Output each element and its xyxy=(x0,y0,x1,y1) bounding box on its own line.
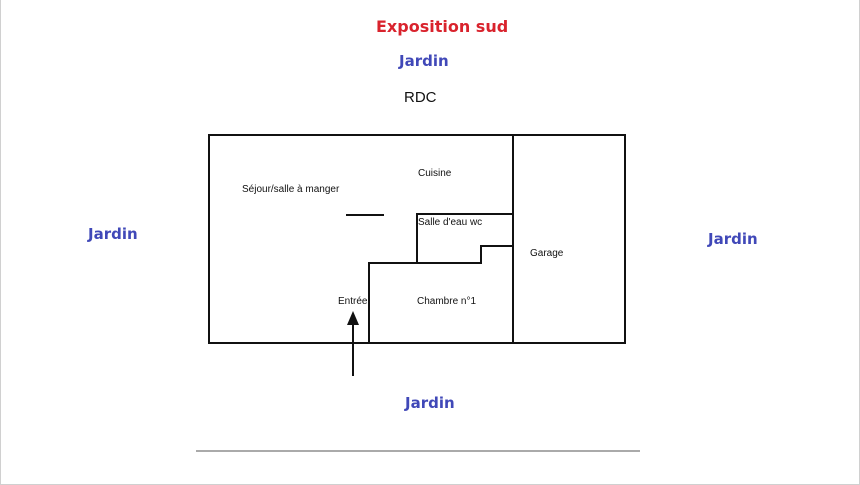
room-label-kitchen: Cuisine xyxy=(418,168,452,179)
garden-label-bottom: Jardin xyxy=(405,394,455,412)
room-label-bedroom: Chambre n°1 xyxy=(417,296,477,307)
garden-label-right: Jardin xyxy=(708,230,758,248)
garden-label-top: Jardin xyxy=(399,52,449,70)
room-label-living: Séjour/salle à manger xyxy=(242,184,340,195)
exposure-title: Exposition sud xyxy=(376,17,509,36)
level-label: RDC xyxy=(404,89,437,106)
entrance-arrow-head xyxy=(347,311,359,325)
garden-label-left: Jardin xyxy=(88,225,138,243)
room-label-garage: Garage xyxy=(530,248,564,259)
house-outline xyxy=(208,134,626,344)
room-label-entrance: Entrée xyxy=(338,296,368,307)
bedroom-walls xyxy=(368,245,513,343)
shower-room-walls xyxy=(416,213,513,263)
room-label-shower: Salle d'eau wc xyxy=(418,217,483,228)
